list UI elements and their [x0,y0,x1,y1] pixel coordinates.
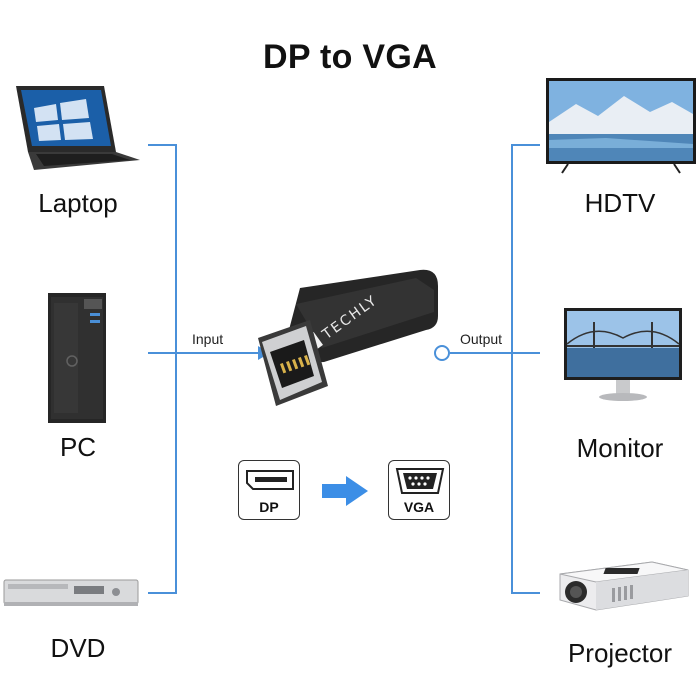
diagram-title: DP to VGA [263,38,437,76]
hdtv-label: HDTV [584,188,656,218]
displayport-icon [246,470,294,490]
conversion-arrow-icon [322,476,368,506]
laptop-icon [16,86,140,170]
dp-port-symbol: DP [238,460,300,520]
hdtv-icon [546,78,696,174]
projector-icon [559,561,689,611]
monitor-label: Monitor [576,433,664,463]
monitor-icon [564,308,682,401]
vga-icon [395,468,445,494]
dp-port-label: DP [259,499,279,515]
output-label: Output [460,331,503,347]
pc-label: PC [59,432,97,462]
laptop-label: Laptop [38,188,118,218]
projector-label: Projector [567,638,673,668]
dp-vga-adapter: TECHLY [258,269,438,406]
vga-port-label: VGA [403,499,435,515]
dvd-label: DVD [50,633,106,663]
vga-port-symbol: VGA [388,460,450,520]
pc-tower-icon [48,293,106,423]
input-label: Input [192,331,224,347]
dvd-player-icon [3,579,139,606]
